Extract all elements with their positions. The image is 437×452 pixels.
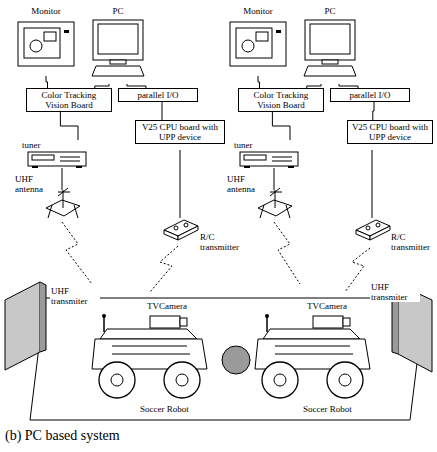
monitor-device: Monitor <box>227 6 289 76</box>
node-text: Color Tracking Vision Board <box>30 90 108 110</box>
antenna-label: UHF antenna <box>14 174 58 194</box>
monitor-device: Monitor <box>15 6 77 76</box>
transmitter-label: R/C transmitter <box>390 232 436 252</box>
transmitter-label-holder: R/C transmitter <box>199 232 245 252</box>
node-text: tuner <box>234 140 304 150</box>
connector-line <box>272 112 290 140</box>
camera-label: TVCamera <box>146 301 188 311</box>
connector-line <box>162 102 163 120</box>
vision-board-box: Color Tracking Vision Board <box>238 88 324 112</box>
node-text: parallel I/O <box>334 90 406 100</box>
transmitter-label: UHF transmiter <box>50 286 100 306</box>
node-text: V25 CPU board with UPP device <box>139 122 221 142</box>
cpu-board-box: V25 CPU board with UPP device <box>135 120 225 144</box>
parallel-io-box: parallel I/O <box>330 88 410 102</box>
transmitter-label-holder: R/C transmitter <box>390 232 436 252</box>
transmitter-label: UHF transmiter <box>370 282 420 302</box>
node-text: PC <box>88 6 148 16</box>
pc-device: PC <box>300 6 360 84</box>
connector-line <box>373 102 374 120</box>
figure-caption: (b) PC based system <box>4 428 121 444</box>
figure-caption-holder: (b) PC based system <box>4 428 204 444</box>
node-text: PC <box>300 6 360 16</box>
node-text: Color Tracking Vision Board <box>242 90 320 110</box>
robot-label: Soccer Robot <box>139 404 190 414</box>
vision-board-box: Color Tracking Vision Board <box>26 88 112 112</box>
robot-label-holder: Soccer Robot <box>139 404 209 414</box>
connector-line <box>258 76 260 88</box>
robot-label: Soccer Robot <box>302 404 353 414</box>
camera-label: TVCamera <box>306 301 348 311</box>
parallel-io-box: parallel I/O <box>118 88 198 102</box>
node-text: Monitor <box>15 6 77 16</box>
tuner-device: tuner <box>22 140 92 168</box>
transmitter-label-holder: UHF transmiter <box>370 282 420 302</box>
pc-device: PC <box>88 6 148 84</box>
node-text: parallel I/O <box>122 90 194 100</box>
node-text: V25 CPU board with UPP device <box>351 122 429 142</box>
connector-line <box>60 112 78 140</box>
cpu-board-box: V25 CPU board with UPP device <box>347 120 433 144</box>
transmitter-label: R/C transmitter <box>199 232 245 252</box>
tuner-device: tuner <box>234 140 304 168</box>
robot-label-holder: Soccer Robot <box>302 404 372 414</box>
transmitter-label-holder: UHF transmiter <box>50 286 100 306</box>
connector-line <box>46 76 48 88</box>
node-text: tuner <box>22 140 92 150</box>
node-text: Monitor <box>227 6 289 16</box>
camera-label-holder: TVCamera <box>306 301 366 311</box>
antenna-label-holder: UHF antenna <box>14 174 58 194</box>
camera-label-holder: TVCamera <box>146 301 206 311</box>
antenna-label: UHF antenna <box>226 174 270 194</box>
antenna-label-holder: UHF antenna <box>226 174 270 194</box>
